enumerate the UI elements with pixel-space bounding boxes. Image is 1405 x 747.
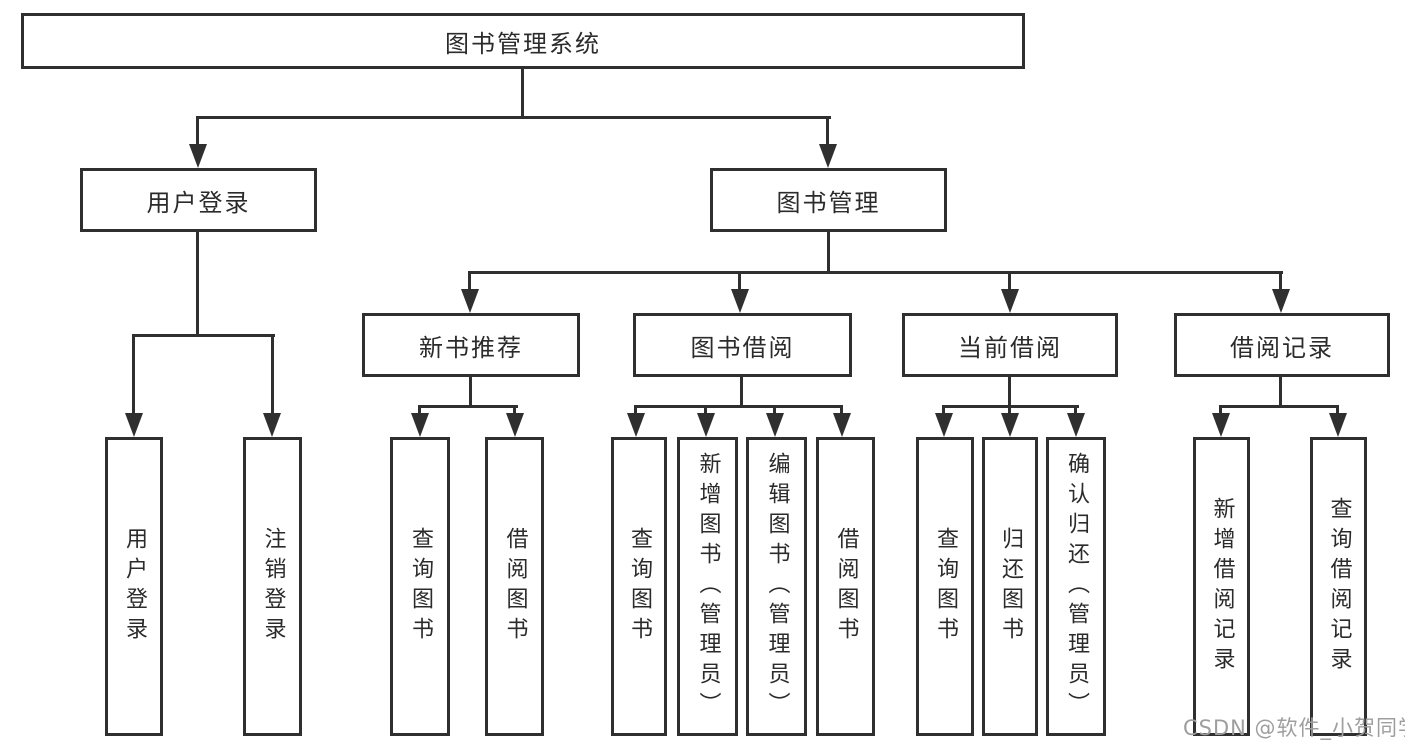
node-current-borrow-label: 当前借阅	[958, 333, 1062, 362]
node-user-login-label: 用户登录	[146, 188, 251, 217]
leaf-borrow-book-label: 借阅图书	[833, 526, 859, 647]
connector-current-borrow-drop-2	[1008, 405, 1011, 415]
connector-current-borrow-stem	[1008, 377, 1011, 408]
leaf-borrow-edit-admin-label: 编辑图书（管理员）	[764, 451, 790, 722]
connector-new-book-hbar	[419, 405, 518, 408]
node-book-management: 图书管理	[710, 168, 947, 232]
connector-book-mgmt-drop-2	[738, 271, 741, 291]
node-current-borrow: 当前借阅	[902, 313, 1118, 377]
node-borrow-records: 借阅记录	[1174, 313, 1390, 377]
leaf-records-query-label: 查询借阅记录	[1326, 496, 1352, 677]
connector-book-mgmt-stem	[827, 232, 830, 274]
connector-user-login-hbar	[133, 334, 275, 337]
arrowhead-down-icon	[1001, 413, 1019, 437]
connector-book-mgmt-drop-1	[468, 271, 471, 291]
node-new-book-recommend-label: 新书推荐	[419, 333, 523, 362]
arrowhead-down-icon	[1329, 413, 1347, 437]
connector-root-drop-right	[826, 116, 829, 146]
arrowhead-down-icon	[1001, 289, 1019, 313]
leaf-borrow-add-admin: 新增图书（管理员）	[677, 437, 738, 736]
leaf-newbook-query-label: 查询图书	[408, 526, 433, 647]
leaf-current-query: 查询图书	[916, 437, 974, 736]
leaf-borrow-query-label: 查询图书	[627, 526, 652, 647]
node-user-login: 用户登录	[80, 168, 317, 232]
leaf-current-return-label: 归还图书	[998, 526, 1023, 647]
node-book-management-label: 图书管理	[776, 188, 881, 217]
leaf-newbook-query: 查询图书	[390, 437, 450, 736]
connector-records-stem	[1279, 377, 1282, 408]
arrowhead-down-icon	[461, 289, 479, 313]
arrowhead-down-icon	[1212, 413, 1230, 437]
connector-book-mgmt-drop-4	[1279, 271, 1282, 291]
connector-book-borrow-hbar	[635, 405, 843, 408]
connector-book-mgmt-hbar	[469, 271, 1283, 274]
leaf-records-query: 查询借阅记录	[1310, 437, 1367, 736]
connector-root-hbar	[197, 116, 831, 119]
leaf-user-login: 用户登录	[105, 437, 163, 736]
arrowhead-down-icon	[506, 413, 524, 437]
arrowhead-down-icon	[411, 413, 429, 437]
leaf-logout-label: 注销登录	[260, 526, 286, 647]
connector-new-book-stem	[469, 377, 472, 408]
arrowhead-down-icon	[731, 289, 749, 313]
leaf-borrow-query: 查询图书	[611, 437, 667, 736]
arrowhead-down-icon	[766, 413, 784, 437]
node-new-book-recommend: 新书推荐	[362, 313, 580, 377]
leaf-logout: 注销登录	[243, 437, 302, 736]
connector-book-borrow-drop-4	[840, 405, 843, 415]
leaf-current-query-label: 查询图书	[933, 526, 958, 647]
arrowhead-down-icon	[819, 144, 837, 168]
leaf-newbook-borrow-label: 借阅图书	[502, 526, 528, 647]
arrowhead-down-icon	[1272, 289, 1290, 313]
leaf-current-confirm-return-admin: 确认归还（管理员）	[1046, 437, 1106, 736]
arrowhead-down-icon	[125, 413, 143, 437]
connector-records-drop-2	[1336, 405, 1339, 415]
connector-records-drop-1	[1219, 405, 1222, 415]
leaf-records-add: 新增借阅记录	[1193, 437, 1250, 736]
connector-book-mgmt-drop-3	[1008, 271, 1011, 291]
connector-user-login-drop-right	[271, 334, 274, 413]
connector-book-borrow-drop-1	[634, 405, 637, 415]
connector-current-borrow-drop-3	[1074, 405, 1077, 415]
leaf-current-confirm-return-admin-label: 确认归还（管理员）	[1064, 451, 1089, 722]
node-book-borrow: 图书借阅	[633, 313, 852, 377]
arrowhead-down-icon	[833, 413, 851, 437]
node-borrow-records-label: 借阅记录	[1230, 333, 1334, 362]
leaf-records-add-label: 新增借阅记录	[1209, 496, 1235, 677]
connector-user-login-stem	[196, 232, 199, 337]
arrowhead-down-icon	[263, 413, 281, 437]
connector-new-book-drop-2	[513, 405, 516, 415]
leaf-borrow-book: 借阅图书	[816, 437, 875, 736]
leaf-user-login-label: 用户登录	[122, 526, 147, 647]
connector-book-borrow-drop-3	[773, 405, 776, 415]
leaf-current-return: 归还图书	[982, 437, 1038, 736]
leaf-borrow-edit-admin: 编辑图书（管理员）	[746, 437, 807, 736]
node-book-borrow-label: 图书借阅	[690, 333, 795, 362]
connector-records-hbar	[1220, 405, 1339, 408]
csdn-watermark: CSDN @软件_小贺同学	[1183, 716, 1405, 740]
connector-current-borrow-drop-1	[942, 405, 945, 415]
arrowhead-down-icon	[935, 413, 953, 437]
node-root: 图书管理系统	[21, 13, 1025, 69]
arrowhead-down-icon	[1067, 413, 1085, 437]
arrowhead-down-icon	[627, 413, 645, 437]
connector-user-login-drop-left	[132, 334, 135, 413]
arrowhead-down-icon	[189, 144, 207, 168]
connector-root-stem	[521, 68, 524, 119]
connector-current-borrow-hbar	[943, 405, 1079, 408]
connector-root-drop-left	[196, 116, 199, 146]
leaf-borrow-add-admin-label: 新增图书（管理员）	[695, 451, 721, 722]
connector-book-borrow-stem	[740, 377, 743, 408]
node-root-label: 图书管理系统	[445, 29, 601, 58]
connector-new-book-drop-1	[418, 405, 421, 415]
connector-book-borrow-drop-2	[704, 405, 707, 415]
leaf-newbook-borrow: 借阅图书	[485, 437, 544, 736]
arrowhead-down-icon	[697, 413, 715, 437]
